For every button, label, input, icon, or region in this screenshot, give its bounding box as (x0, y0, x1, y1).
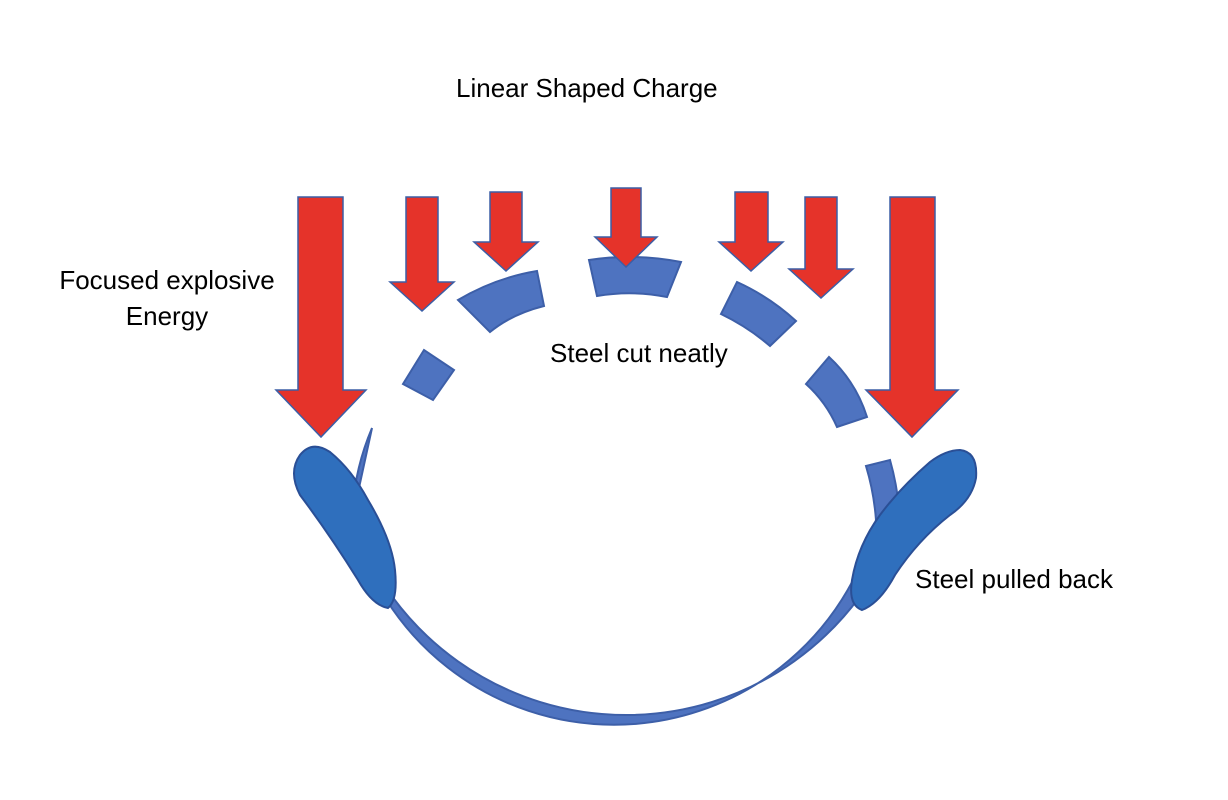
steel-fragment-upper-right (719, 280, 798, 348)
steel-fragment-left (401, 348, 456, 402)
down-arrow-icon (388, 196, 456, 313)
steel-pulled-back-left (293, 445, 397, 610)
down-arrow-icon (787, 196, 855, 300)
down-arrow-icon (717, 191, 785, 273)
steel-pipe-lower-arc (350, 427, 902, 726)
steel-cut-label: Steel cut neatly (550, 338, 728, 368)
down-arrow-icon (472, 191, 540, 273)
steel-pulled-back-right (850, 448, 978, 612)
down-arrow-icon (864, 196, 960, 439)
down-arrow-icon (593, 187, 659, 269)
diagram-title: Linear Shaped Charge (456, 73, 718, 103)
steel-fragment-top (587, 255, 683, 299)
steel-pulled-label: Steel pulled back (915, 564, 1114, 594)
steel-fragment-right (804, 355, 869, 429)
steel-fragment-upper-left (456, 269, 546, 334)
down-arrow-icon (274, 196, 368, 439)
